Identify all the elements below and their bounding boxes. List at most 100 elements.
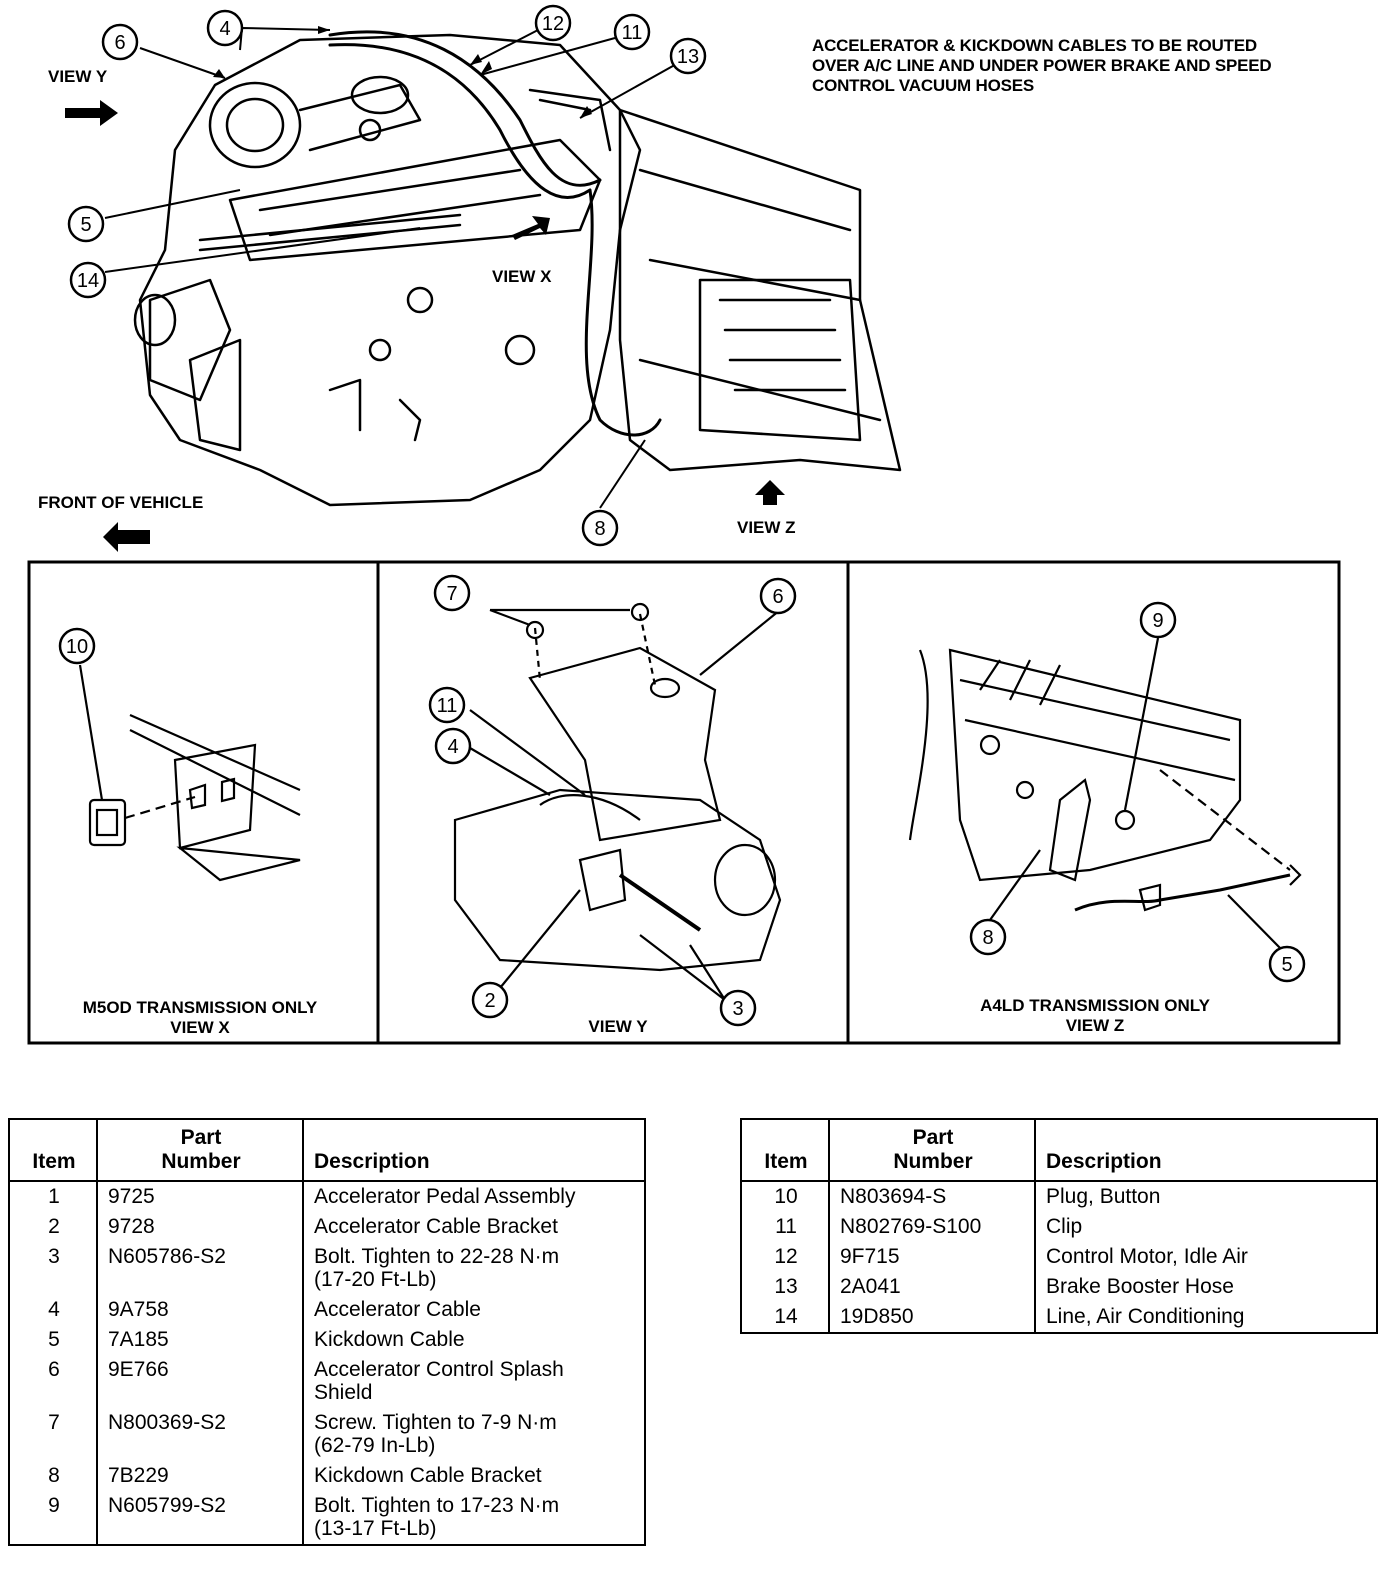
callout-13: 13 (669, 37, 707, 75)
panel-view-x (27, 560, 1341, 1045)
panel-x-caption: M5OD TRANSMISSION ONLY (83, 998, 318, 1017)
callout-9: 9 (1139, 601, 1177, 639)
cell-part-number: N605786-S2 (96, 1242, 304, 1295)
callout-12: 12 (534, 4, 572, 42)
callout-7: 7 (433, 574, 471, 612)
svg-text:7: 7 (446, 583, 457, 605)
svg-text:4: 4 (447, 736, 458, 758)
callout-3: 3 (719, 989, 757, 1027)
cell-description: Accelerator Cable Bracket (302, 1212, 646, 1242)
routing-note-line: ACCELERATOR & KICKDOWN CABLES TO BE ROUT… (812, 36, 1257, 55)
cell-part-number: N605799-S2 (96, 1491, 304, 1545)
header-description: Description (1034, 1119, 1378, 1182)
panel-z-caption-view: VIEW Z (1066, 1016, 1125, 1035)
description-line: Bolt. Tighten to 17-23 N·m (314, 1494, 560, 1517)
svg-text:3: 3 (732, 998, 743, 1020)
callout-8-view-z: 8 (969, 918, 1007, 956)
cell-part-number: 9725 (96, 1181, 304, 1212)
cell-item: 2 (8, 1212, 98, 1242)
description-line: Shield (314, 1381, 373, 1404)
description-line: Plug, Button (1046, 1185, 1161, 1208)
description-line: (13-17 Ft-Lb) (314, 1517, 437, 1540)
header-description: Description (302, 1119, 646, 1182)
throttle-body (208, 81, 302, 169)
header-item: Item (740, 1119, 830, 1182)
cell-item: 4 (8, 1295, 98, 1325)
callout-6: 6 (101, 23, 139, 61)
cell-description: Kickdown Cable Bracket (302, 1461, 646, 1491)
description-line: Accelerator Cable (314, 1298, 481, 1321)
description-line: Screw. Tighten to 7-9 N·m (314, 1411, 557, 1434)
cell-description: Kickdown Cable (302, 1325, 646, 1355)
svg-text:5: 5 (80, 214, 91, 236)
cell-part-number: 9A758 (96, 1295, 304, 1325)
routing-note-line: OVER A/C LINE AND UNDER POWER BRAKE AND … (812, 56, 1272, 75)
svg-text:8: 8 (594, 518, 605, 540)
front-of-vehicle-arrow (103, 522, 150, 552)
cell-item: 12 (740, 1242, 830, 1272)
kickdown-cable (328, 43, 662, 437)
cell-part-number: 7A185 (96, 1325, 304, 1355)
view-y-arrow (65, 100, 118, 126)
svg-text:12: 12 (542, 13, 564, 35)
cell-item: 3 (8, 1242, 98, 1295)
splash-shield (528, 646, 722, 842)
callout-10: 10 (58, 627, 96, 665)
callout-5-view-z: 5 (1268, 945, 1306, 983)
cell-part-number: 7B229 (96, 1461, 304, 1491)
callout-11-view-y: 11 (428, 686, 466, 724)
transmission-case (948, 648, 1242, 882)
detail-panels: 10 M5OD TRANSMISSION ONLY VIEW X 7 6 11 … (27, 560, 1341, 1045)
engine-illustration: VIEW Y VIEW X VIEW Z FRONT OF VEHICLE 6 … (38, 4, 902, 552)
description-line: Control Motor, Idle Air (1046, 1245, 1248, 1268)
description-line: Accelerator Cable Bracket (314, 1215, 558, 1238)
panel-x-caption-view: VIEW X (170, 1018, 230, 1037)
cell-item: 13 (740, 1272, 830, 1302)
description-line: Line, Air Conditioning (1046, 1305, 1245, 1328)
routing-note-line: CONTROL VACUUM HOSES (812, 76, 1035, 95)
svg-text:5: 5 (1281, 954, 1292, 976)
description-line: (17-20 Ft-Lb) (314, 1268, 437, 1291)
description-line: Accelerator Control Splash (314, 1358, 564, 1381)
callout-4: 4 (206, 9, 244, 47)
accelerator-cable (328, 30, 602, 187)
svg-text:11: 11 (437, 695, 458, 717)
cell-description: Line, Air Conditioning (1034, 1302, 1378, 1333)
svg-text:9: 9 (1152, 610, 1163, 632)
svg-text:2: 2 (484, 990, 495, 1012)
description-line: Clip (1046, 1215, 1083, 1238)
callout-14: 14 (69, 261, 107, 299)
cell-description: Accelerator Cable (302, 1295, 646, 1325)
cell-description: Accelerator Pedal Assembly (302, 1181, 646, 1212)
cell-item: 1 (8, 1181, 98, 1212)
cell-description: Bolt. Tighten to 17-23 N·m(13-17 Ft-Lb) (302, 1491, 646, 1545)
svg-text:10: 10 (66, 636, 88, 658)
description-line: Accelerator Pedal Assembly (314, 1185, 576, 1208)
cell-part-number: N800369-S2 (96, 1408, 304, 1461)
cell-description: Screw. Tighten to 7-9 N·m(62-79 In-Lb) (302, 1408, 646, 1461)
cell-item: 11 (740, 1212, 830, 1242)
kickdown-bracket (1048, 778, 1092, 882)
cell-description: Brake Booster Hose (1034, 1272, 1378, 1302)
cell-description: Bolt. Tighten to 22-28 N·m(17-20 Ft-Lb) (302, 1242, 646, 1295)
view-y-arrow-label: VIEW Y (48, 67, 108, 86)
description-line: Kickdown Cable (314, 1328, 465, 1351)
description-line: Kickdown Cable Bracket (314, 1464, 542, 1487)
intake-manifold (228, 138, 602, 262)
svg-text:11: 11 (622, 22, 643, 44)
cell-part-number: N803694-S (828, 1181, 1036, 1212)
